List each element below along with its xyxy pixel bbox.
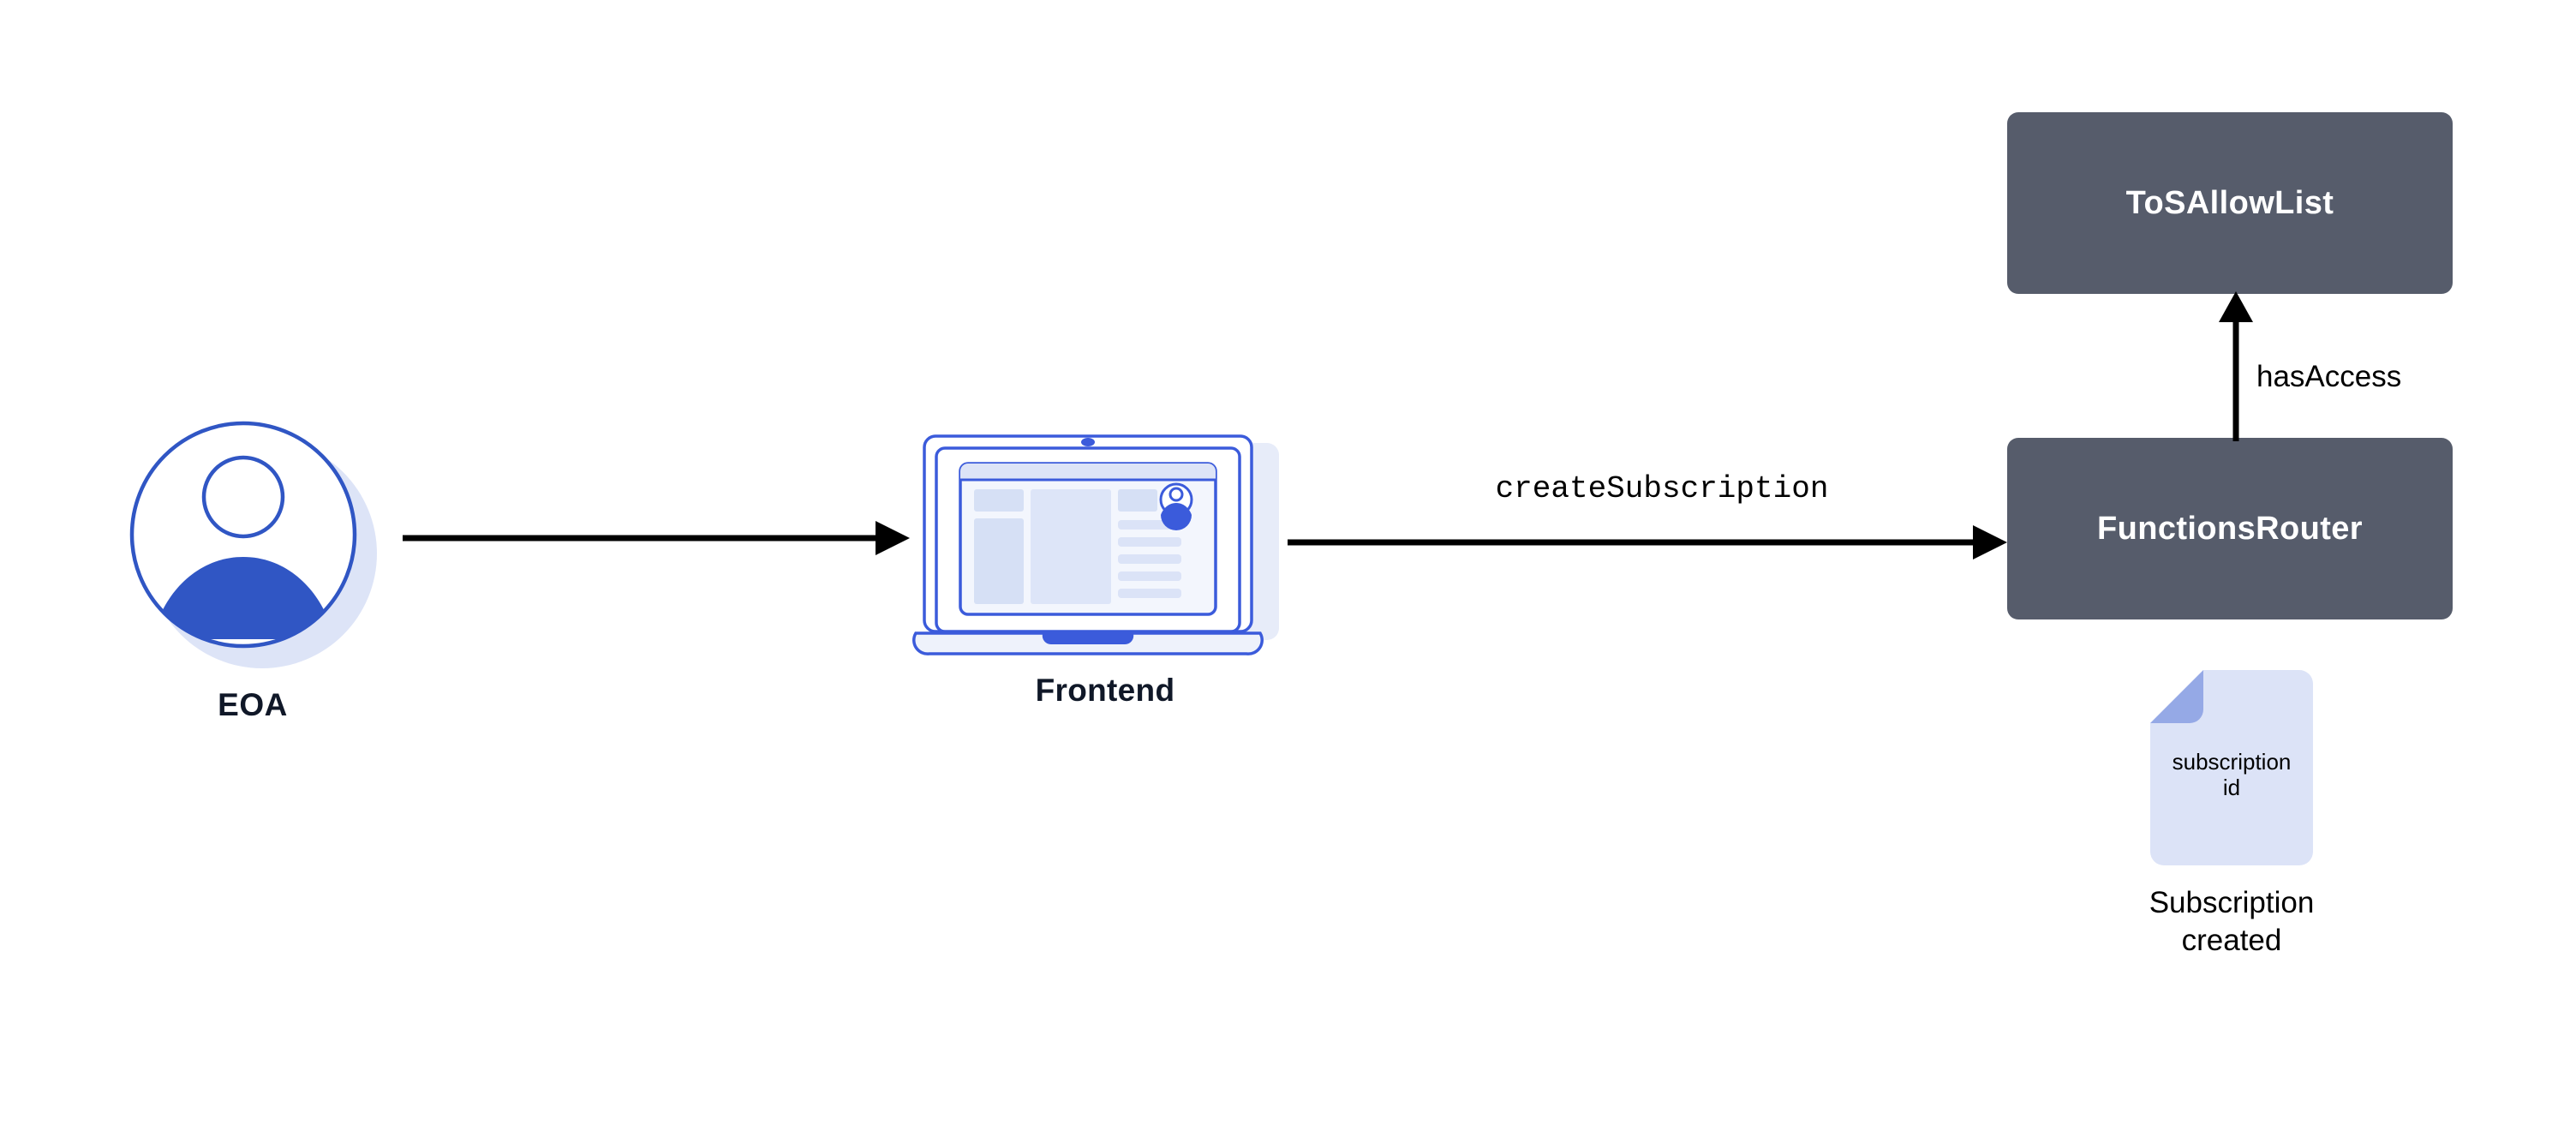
document-icon [2150, 670, 2313, 865]
edge-label-hasaccess: hasAccess [2256, 360, 2402, 393]
node-tosallowlist-label: ToSAllowList [2125, 184, 2334, 221]
node-functionsrouter[interactable]: FunctionsRouter [2007, 438, 2453, 619]
document-inner-text: subscription id [2157, 749, 2306, 800]
node-tosallowlist[interactable]: ToSAllowList [2007, 112, 2453, 294]
subscription-created-caption: Subscription created [2086, 884, 2377, 960]
user-avatar-icon [129, 421, 357, 649]
screen-avatar-icon [1159, 482, 1193, 530]
node-frontend[interactable]: Frontend [912, 424, 1298, 767]
arrow-eoa-to-frontend [403, 521, 910, 555]
node-frontend-label: Frontend [1035, 673, 1175, 708]
caption-line-1: Subscription [2149, 886, 2315, 919]
arrow-functionsrouter-to-tosallowlist [2219, 291, 2253, 441]
document-inner-line-2: id [2222, 775, 2241, 801]
eoa-avatar-wrapper [129, 420, 377, 668]
arrow-frontend-to-functionsrouter [1288, 525, 2007, 560]
laptop-icon [912, 434, 1279, 655]
node-eoa[interactable]: EOA [120, 420, 394, 763]
document-inner-line-1: subscription [2172, 749, 2292, 775]
node-subscription-document[interactable]: subscription id Subscription created [2149, 670, 2314, 957]
caption-line-2: created [2181, 924, 2282, 958]
node-functionsrouter-label: FunctionsRouter [2097, 510, 2363, 547]
node-eoa-label: EOA [218, 687, 288, 722]
edge-label-createsubscription: createSubscription [1495, 471, 1829, 506]
